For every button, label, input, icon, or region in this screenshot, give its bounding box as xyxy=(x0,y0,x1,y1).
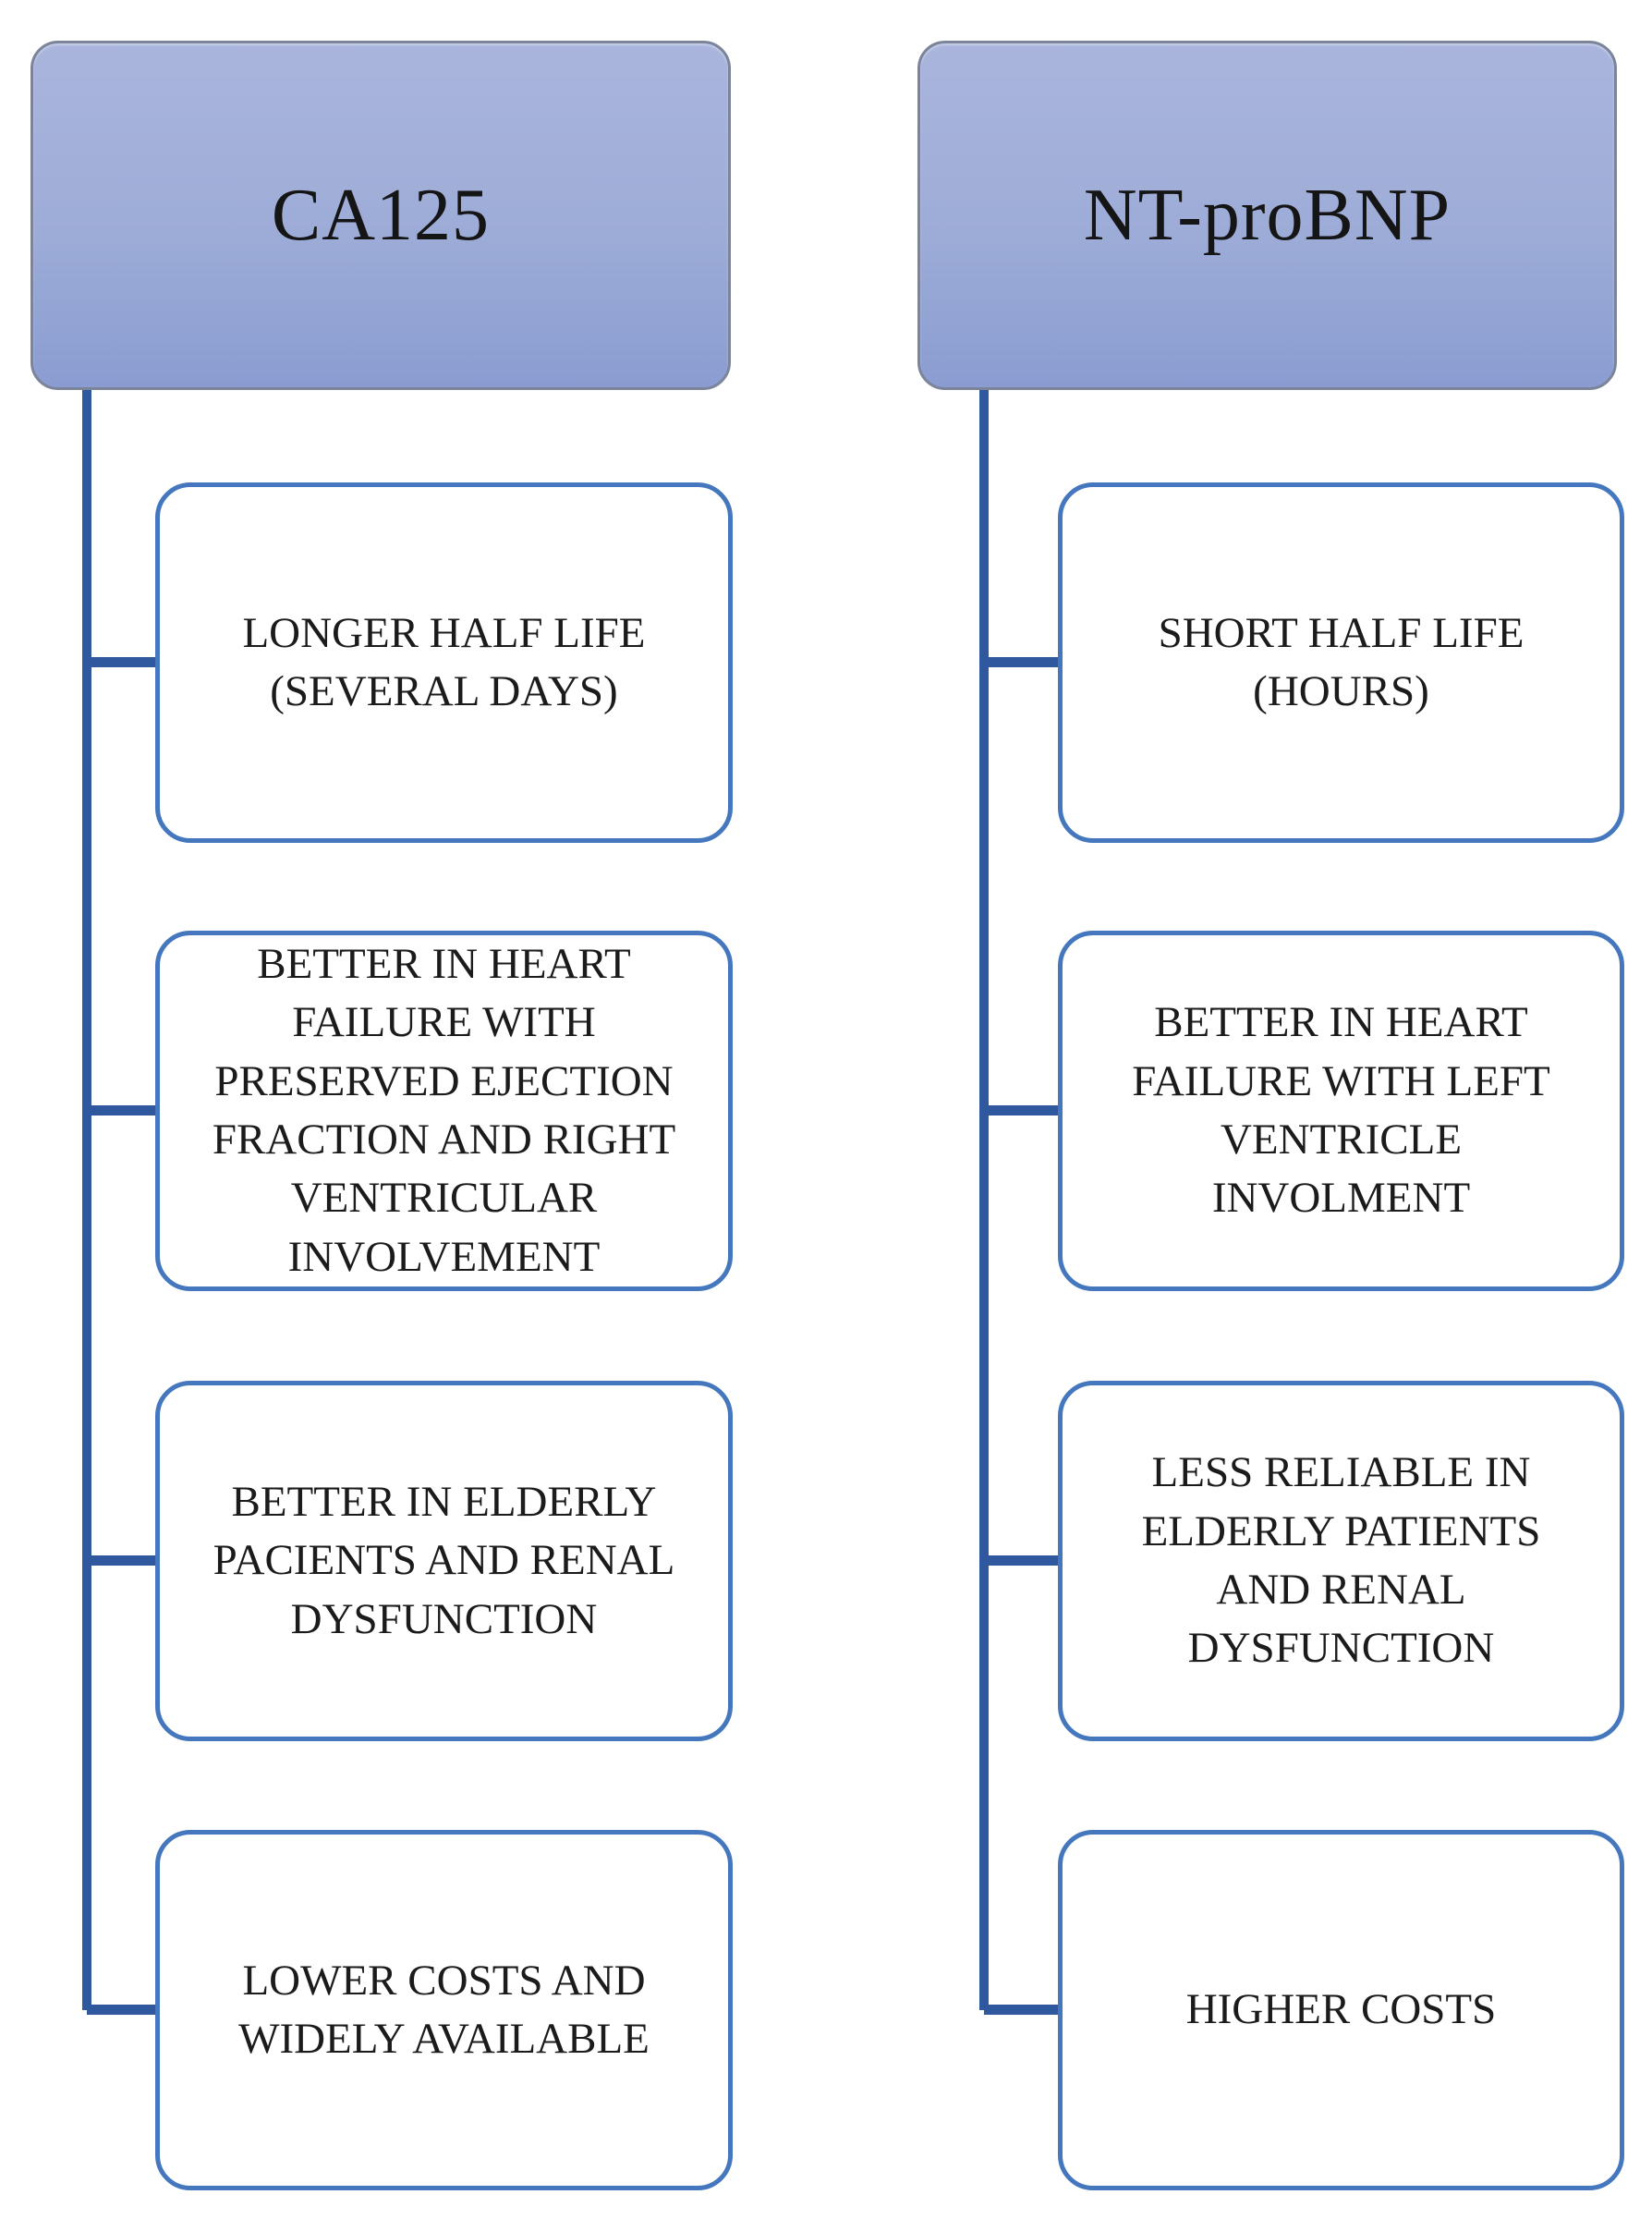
connector-stub-ca125-1 xyxy=(87,657,159,667)
item-box-ca125-half-life: LONGER HALF LIFE (SEVERAL DAYS) xyxy=(155,482,733,843)
connector-stub-ntprobnp-3 xyxy=(984,1555,1062,1566)
item-box-ca125-costs: LOWER COSTS AND WIDELY AVAILABLE xyxy=(155,1830,733,2190)
item-text: SHORT HALF LIFE (HOURS) xyxy=(1158,608,1524,715)
connector-stub-ca125-3 xyxy=(87,1555,159,1566)
item-text: BETTER IN HEART FAILURE WITH PRESERVED E… xyxy=(212,939,676,1281)
item-text: LOWER COSTS AND WIDELY AVAILABLE xyxy=(238,1956,650,2063)
item-box-ntprobnp-elderly: LESS RELIABLE IN ELDERLY PATIENTS AND RE… xyxy=(1058,1381,1624,1741)
item-box-ntprobnp-half-life: SHORT HALF LIFE (HOURS) xyxy=(1058,482,1624,843)
connector-stub-ntprobnp-4 xyxy=(984,2005,1062,2015)
item-text: LONGER HALF LIFE (SEVERAL DAYS) xyxy=(242,608,646,715)
item-box-ntprobnp-costs: HIGHER COSTS xyxy=(1058,1830,1624,2190)
item-text: HIGHER COSTS xyxy=(1185,1985,1497,2034)
connector-stub-ntprobnp-2 xyxy=(984,1105,1062,1116)
item-box-ca125-elderly: BETTER IN ELDERLY PACIENTS AND RENAL DYS… xyxy=(155,1381,733,1741)
item-box-ca125-heart-failure: BETTER IN HEART FAILURE WITH PRESERVED E… xyxy=(155,931,733,1291)
header-ntprobnp: NT-proBNP xyxy=(917,41,1617,390)
item-text: BETTER IN ELDERLY PACIENTS AND RENAL DYS… xyxy=(213,1477,675,1643)
connector-trunk-ntprobnp xyxy=(979,390,989,2010)
connector-stub-ca125-4 xyxy=(87,2005,159,2015)
connector-stub-ca125-2 xyxy=(87,1105,159,1116)
header-ca125-label: CA125 xyxy=(271,174,491,256)
connector-trunk-ca125 xyxy=(82,390,91,2010)
header-ca125: CA125 xyxy=(30,41,731,390)
connector-stub-ntprobnp-1 xyxy=(984,657,1062,667)
item-text: LESS RELIABLE IN ELDERLY PATIENTS AND RE… xyxy=(1141,1448,1541,1673)
header-ntprobnp-label: NT-proBNP xyxy=(1083,174,1452,256)
item-text: BETTER IN HEART FAILURE WITH LEFT VENTRI… xyxy=(1132,998,1550,1223)
item-box-ntprobnp-heart-failure: BETTER IN HEART FAILURE WITH LEFT VENTRI… xyxy=(1058,931,1624,1291)
